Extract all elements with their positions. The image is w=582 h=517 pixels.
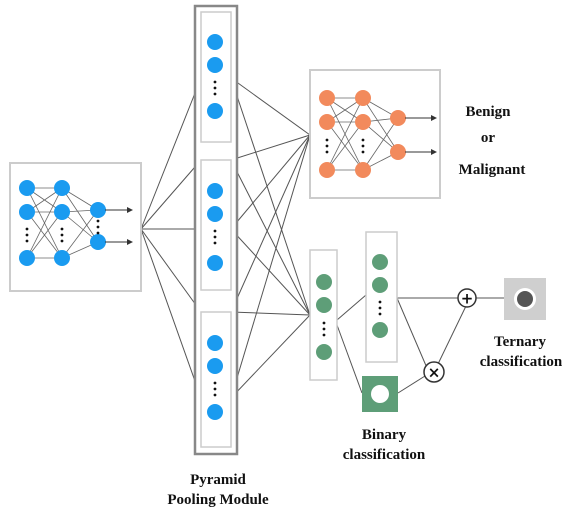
network-edge bbox=[326, 97, 364, 171]
network-edge bbox=[61, 187, 99, 243]
pyramid-node bbox=[207, 103, 223, 119]
pyramid-node bbox=[207, 404, 223, 420]
binary-label-line1: Binary bbox=[361, 427, 407, 443]
pyramid-node bbox=[207, 206, 223, 222]
pyramid-pooling-module bbox=[193, 4, 239, 456]
classifier-node bbox=[319, 114, 335, 130]
ellipsis-dots bbox=[213, 393, 217, 397]
ellipsis-dots bbox=[322, 321, 326, 325]
times-circle-icon: × bbox=[423, 361, 445, 383]
network-edge bbox=[362, 117, 399, 171]
input-net-node bbox=[54, 180, 70, 196]
input-net-node bbox=[54, 204, 70, 220]
pyramid-label-line1: Pyramid bbox=[190, 472, 246, 488]
binary-ternary-branch: × + bbox=[309, 231, 546, 412]
ellipsis-dots bbox=[322, 333, 326, 337]
ellipsis-dots bbox=[325, 150, 329, 154]
pyramid-node bbox=[207, 358, 223, 374]
input-net-node bbox=[90, 234, 106, 250]
ellipsis-dots bbox=[322, 327, 326, 331]
ellipsis-dots bbox=[25, 239, 29, 243]
svg-text:×: × bbox=[428, 364, 441, 382]
green-module-2 bbox=[365, 231, 398, 363]
ellipsis-dots bbox=[378, 300, 382, 304]
pyramid-node bbox=[207, 57, 223, 73]
ellipsis-dots bbox=[96, 219, 100, 223]
ellipsis-dots bbox=[325, 138, 329, 142]
input-network bbox=[9, 162, 142, 292]
output-classifier-frame bbox=[309, 69, 441, 199]
classifier-node bbox=[355, 162, 371, 178]
pyramid-node bbox=[207, 255, 223, 271]
ellipsis-dots bbox=[378, 306, 382, 310]
network-edge bbox=[61, 209, 99, 259]
network-edge bbox=[362, 97, 399, 153]
ellipsis-dots bbox=[60, 227, 64, 231]
ellipsis-dots bbox=[213, 235, 217, 239]
ellipsis-dots bbox=[25, 233, 29, 237]
ellipsis-dots bbox=[378, 312, 382, 316]
network-edge bbox=[26, 187, 63, 259]
ellipsis-dots bbox=[325, 144, 329, 148]
network-edge bbox=[26, 211, 63, 259]
ellipsis-dots bbox=[213, 381, 217, 385]
plus-circle-icon: + bbox=[457, 288, 477, 308]
ellipsis-dots bbox=[60, 239, 64, 243]
pyramid-node bbox=[207, 34, 223, 50]
green-node bbox=[316, 344, 332, 360]
pyramid-node bbox=[207, 335, 223, 351]
input-network-frame bbox=[9, 162, 142, 292]
pyramid-block-3 bbox=[200, 311, 232, 448]
green-node bbox=[372, 322, 388, 338]
input-net-node bbox=[54, 250, 70, 266]
classifier-node bbox=[355, 114, 371, 130]
green-node bbox=[372, 277, 388, 293]
svg-text:+: + bbox=[461, 290, 474, 308]
classifier-node bbox=[355, 90, 371, 106]
input-net-node bbox=[19, 180, 35, 196]
ellipsis-dots bbox=[213, 387, 217, 391]
ellipsis-dots bbox=[361, 144, 365, 148]
output-classifier-network bbox=[309, 69, 441, 199]
binary-output-icon bbox=[362, 376, 398, 412]
green-node bbox=[316, 274, 332, 290]
pyramid-node bbox=[207, 183, 223, 199]
binary-label-line2: classification bbox=[342, 447, 426, 463]
benign-label: Benign bbox=[465, 104, 511, 120]
ellipsis-dots bbox=[213, 92, 217, 96]
ellipsis-dots bbox=[25, 227, 29, 231]
or-label: or bbox=[480, 130, 496, 146]
ellipsis-dots bbox=[361, 150, 365, 154]
ellipsis-dots bbox=[213, 241, 217, 245]
input-net-node bbox=[19, 250, 35, 266]
ellipsis-dots bbox=[361, 138, 365, 142]
ellipsis-dots bbox=[60, 233, 64, 237]
pyramid-label-line2: Pooling Module bbox=[167, 492, 269, 508]
ellipsis-dots bbox=[213, 80, 217, 84]
classifier-node bbox=[390, 144, 406, 160]
green-module-1 bbox=[309, 249, 338, 381]
ternary-label-line2: classification bbox=[479, 354, 563, 370]
connection-lines bbox=[140, 77, 504, 399]
ellipsis-dots bbox=[213, 86, 217, 90]
input-net-node bbox=[19, 204, 35, 220]
ellipsis-dots bbox=[96, 231, 100, 235]
classifier-node bbox=[319, 90, 335, 106]
pyramid-block-1 bbox=[200, 11, 232, 143]
network-edge bbox=[326, 121, 364, 171]
ellipsis-dots bbox=[213, 229, 217, 233]
ellipsis-dots bbox=[96, 225, 100, 229]
ternary-label-line1: Ternary bbox=[494, 334, 546, 350]
classifier-node bbox=[390, 110, 406, 126]
ternary-output-icon bbox=[504, 278, 546, 320]
green-node bbox=[316, 297, 332, 313]
classifier-node bbox=[319, 162, 335, 178]
input-net-node bbox=[90, 202, 106, 218]
green-node bbox=[372, 254, 388, 270]
malignant-label: Malignant bbox=[458, 162, 526, 178]
